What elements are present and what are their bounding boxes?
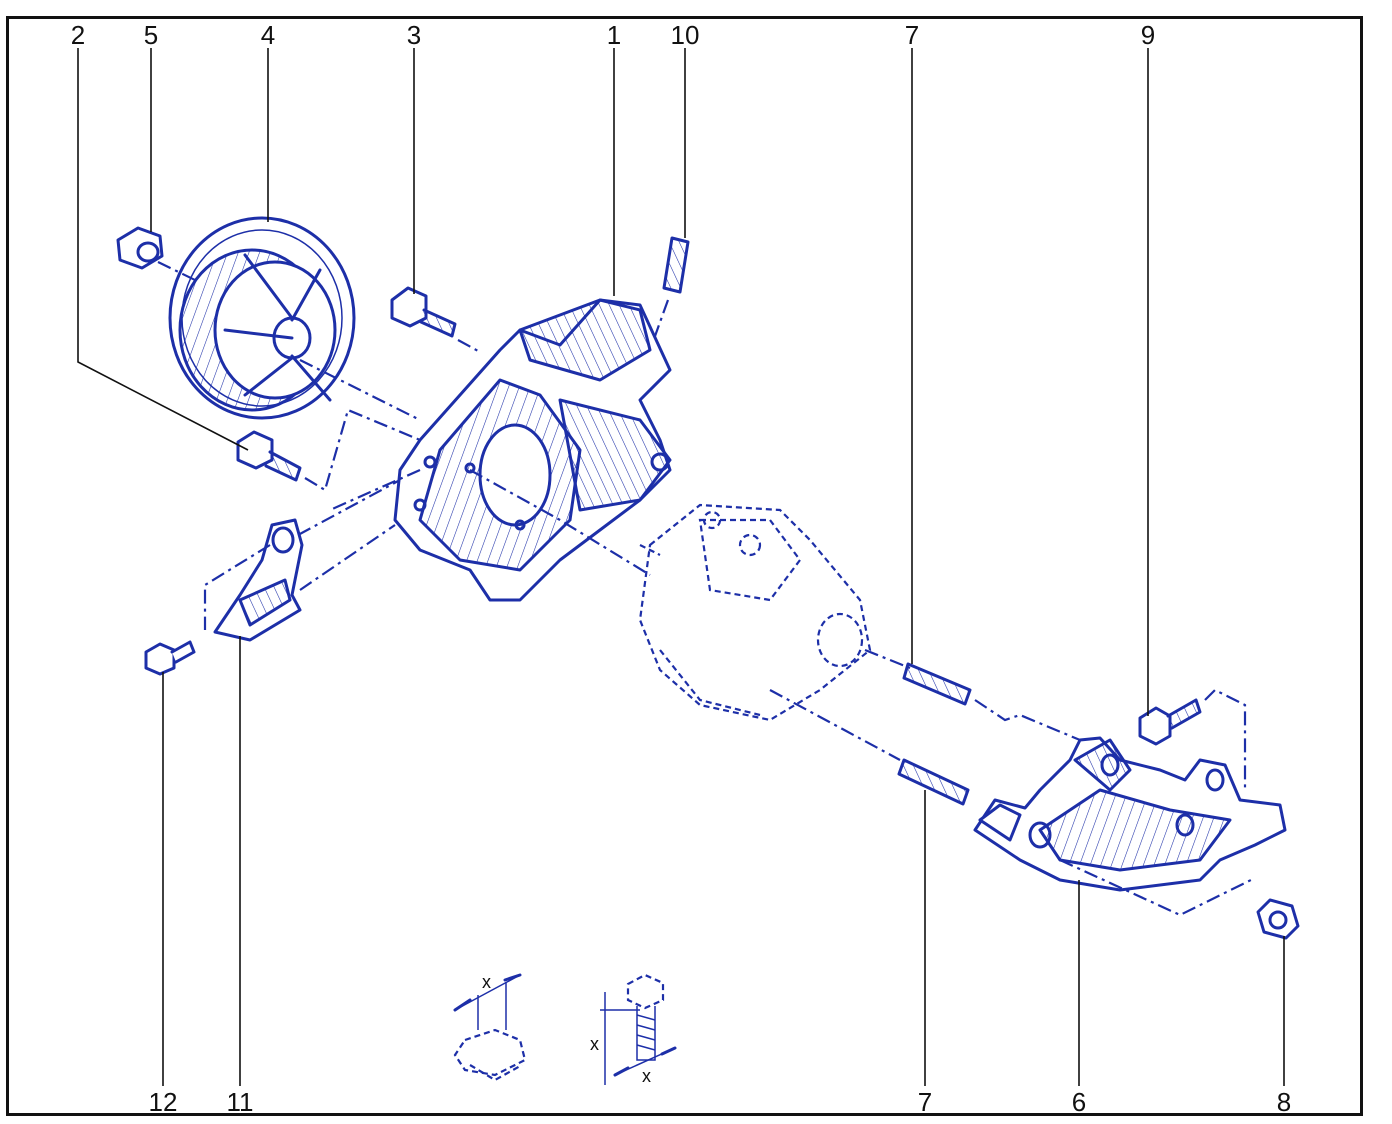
- nut-x-label: x: [482, 972, 491, 992]
- callout-7-bottom: 7: [918, 1087, 932, 1117]
- bolt-x-bottom-label: x: [642, 1066, 651, 1086]
- bolt-part-2: [236, 430, 302, 482]
- bolt-x-left-label: x: [590, 1034, 599, 1054]
- pump-bracket-part-1: [393, 298, 672, 602]
- nut-part-8: [1256, 898, 1300, 940]
- bracket-part-11: [213, 518, 304, 642]
- callout-10: 10: [671, 20, 700, 50]
- bolt-part-9: [1138, 698, 1202, 746]
- detail-bolt-dimension: x x: [590, 973, 677, 1086]
- callout-3: 3: [407, 20, 421, 50]
- stud-part-10: [662, 236, 690, 294]
- bolt-part-3: [390, 286, 457, 338]
- callout-4: 4: [261, 20, 275, 50]
- stud-part-7-upper: [902, 662, 972, 706]
- callout-8: 8: [1277, 1087, 1291, 1117]
- injection-pump-dotted: [638, 503, 872, 722]
- callout-2: 2: [71, 20, 85, 50]
- diagram-frame: [6, 16, 1363, 1116]
- callout-numbers: 2 5 4 3 1 10 7 9 12 11 7 6 8: [71, 20, 1291, 1117]
- callout-1: 1: [607, 20, 621, 50]
- leader-lines: [77, 48, 1285, 1086]
- callout-11: 11: [227, 1087, 254, 1117]
- callout-6: 6: [1072, 1087, 1086, 1117]
- callout-9: 9: [1141, 20, 1155, 50]
- rear-bracket-part-6: [973, 736, 1287, 892]
- callout-12: 12: [149, 1087, 178, 1117]
- nut-part-5: [116, 226, 164, 270]
- bolt-part-12: [144, 640, 196, 676]
- stud-part-7-lower: [897, 758, 970, 806]
- callout-5: 5: [144, 20, 158, 50]
- detail-nut-dimension: x: [453, 972, 527, 1082]
- callout-7-top: 7: [905, 20, 919, 50]
- sprocket-gear: [168, 216, 356, 420]
